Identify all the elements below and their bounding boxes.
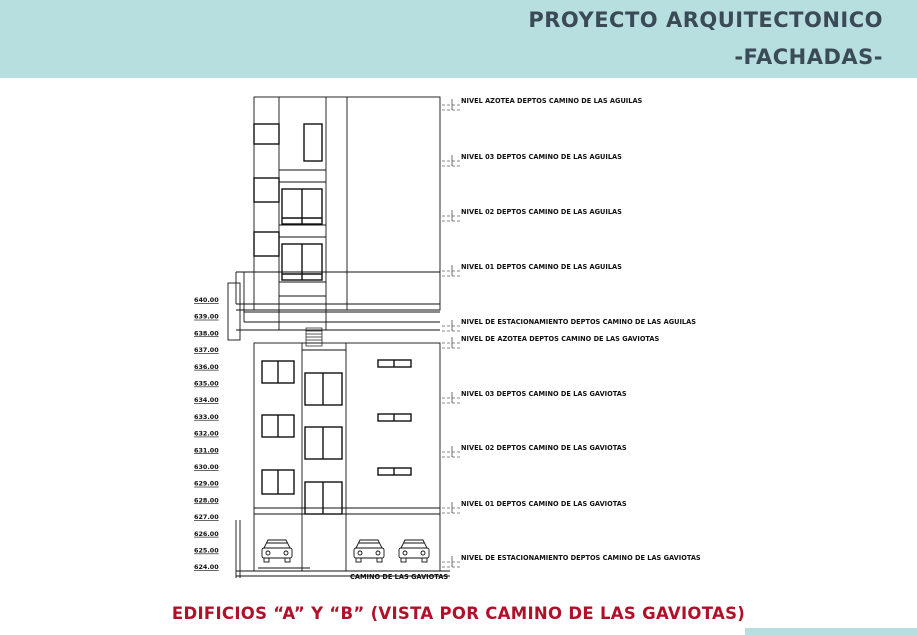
elevation-label: 638.00 xyxy=(194,329,219,337)
elevation-label: 629.00 xyxy=(194,480,219,488)
section-title: -FACHADAS- xyxy=(734,45,883,69)
elevation-label: 628.00 xyxy=(194,496,219,504)
elevation-label: 626.00 xyxy=(194,530,219,538)
elevation-label: 639.00 xyxy=(194,313,219,321)
car-icon xyxy=(398,539,430,563)
elevation-label: 631.00 xyxy=(194,446,219,454)
road-label: CAMINO DE LAS GAVIOTAS xyxy=(350,573,448,581)
level-label: NIVEL 02 DEPTOS CAMINO DE LAS AGUILAS xyxy=(461,208,622,216)
level-label: NIVEL 01 DEPTOS CAMINO DE LAS GAVIOTAS xyxy=(461,500,627,508)
level-markers: NIVEL AZOTEA DEPTOS CAMINO DE LAS AGUILA… xyxy=(442,97,701,568)
elevation-label: 634.00 xyxy=(194,396,219,404)
level-label: NIVEL DE ESTACIONAMIENTO DEPTOS CAMINO D… xyxy=(461,554,701,562)
elevation-label: 636.00 xyxy=(194,363,219,371)
level-label: NIVEL 01 DEPTOS CAMINO DE LAS AGUILAS xyxy=(461,263,622,271)
footer-accent-bar xyxy=(745,628,917,635)
level-marker: NIVEL 03 DEPTOS CAMINO DE LAS GAVIOTAS xyxy=(442,390,627,404)
level-marker: NIVEL AZOTEA DEPTOS CAMINO DE LAS AGUILA… xyxy=(442,97,643,111)
building-a-windows xyxy=(253,123,323,281)
level-marker: NIVEL DE AZOTEA DEPTOS CAMINO DE LAS GAV… xyxy=(442,335,660,349)
level-label: NIVEL DE AZOTEA DEPTOS CAMINO DE LAS GAV… xyxy=(461,335,660,343)
car-icon xyxy=(353,539,385,563)
level-marker: NIVEL 01 DEPTOS CAMINO DE LAS AGUILAS xyxy=(442,263,622,277)
elevation-label: 624.00 xyxy=(194,563,219,571)
level-marker: NIVEL 02 DEPTOS CAMINO DE LAS GAVIOTAS xyxy=(442,444,627,458)
level-label: NIVEL 03 DEPTOS CAMINO DE LAS GAVIOTAS xyxy=(461,390,627,398)
building-b-outline xyxy=(235,342,450,578)
elevation-label: 627.00 xyxy=(194,513,219,521)
elevation-label: 637.00 xyxy=(194,346,219,354)
elevation-label: 640.00 xyxy=(194,296,219,304)
level-label: NIVEL AZOTEA DEPTOS CAMINO DE LAS AGUILA… xyxy=(461,97,643,105)
elevation-label: 633.00 xyxy=(194,413,219,421)
cars xyxy=(261,539,430,563)
project-title: PROYECTO ARQUITECTONICO xyxy=(528,8,883,32)
elevation-scale: 640.00 639.00 638.00 637.00 636.00 635.00 634.… xyxy=(194,296,219,571)
elevation-label: 635.00 xyxy=(194,380,219,388)
car-icon xyxy=(261,539,293,563)
elevation-label: 632.00 xyxy=(194,430,219,438)
level-marker: NIVEL DE ESTACIONAMIENTO DEPTOS CAMINO D… xyxy=(442,554,701,568)
figure-caption: EDIFICIOS “A” Y “B” (VISTA POR CAMINO DE… xyxy=(171,604,746,623)
level-marker: NIVEL 03 DEPTOS CAMINO DE LAS AGUILAS xyxy=(442,153,622,167)
header-banner: PROYECTO ARQUITECTONICO -FACHADAS- xyxy=(0,0,917,78)
building-b-windows xyxy=(261,359,412,515)
level-marker: NIVEL 01 DEPTOS CAMINO DE LAS GAVIOTAS xyxy=(442,500,627,514)
elevation-label: 630.00 xyxy=(194,463,219,471)
level-label: NIVEL 02 DEPTOS CAMINO DE LAS GAVIOTAS xyxy=(461,444,627,452)
level-marker: NIVEL 02 DEPTOS CAMINO DE LAS AGUILAS xyxy=(442,208,622,222)
level-label: NIVEL 03 DEPTOS CAMINO DE LAS AGUILAS xyxy=(461,153,622,161)
building-a-outline xyxy=(227,96,441,341)
level-marker: NIVEL DE ESTACIONAMIENTO DEPTOS CAMINO D… xyxy=(442,318,696,332)
level-label: NIVEL DE ESTACIONAMIENTO DEPTOS CAMINO D… xyxy=(461,318,696,326)
elevation-label: 625.00 xyxy=(194,547,219,555)
